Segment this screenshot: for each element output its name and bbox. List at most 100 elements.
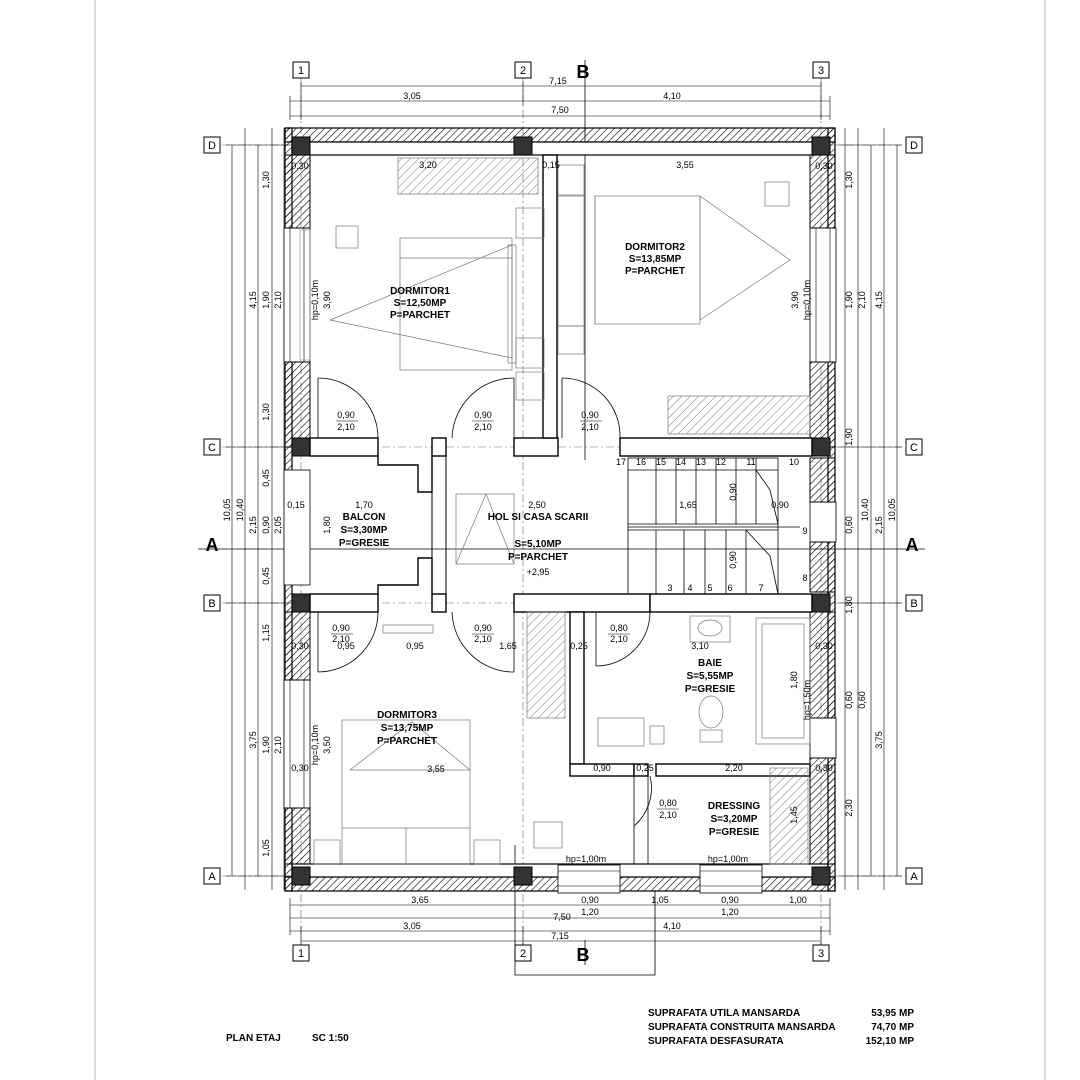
dim-left-s5: 0,90	[261, 516, 271, 534]
svg-text:0,90: 0,90	[474, 410, 492, 420]
svg-text:0,80: 0,80	[610, 623, 628, 633]
svg-text:C: C	[208, 442, 216, 454]
doors	[317, 377, 652, 827]
svg-text:13: 13	[696, 457, 706, 467]
svg-text:3,55: 3,55	[427, 764, 445, 774]
svg-text:1,65: 1,65	[679, 500, 697, 510]
dim-right-outer: 10,05	[887, 499, 897, 522]
svg-text:P=GRESIE: P=GRESIE	[709, 827, 760, 838]
svg-text:2,10: 2,10	[332, 634, 350, 644]
dim-left-s1: 1,30	[261, 171, 271, 189]
dim-right-s5: 1,80	[844, 596, 854, 614]
dim-top-part1: 3,05	[403, 91, 421, 101]
furniture	[299, 157, 811, 865]
svg-text:11: 11	[746, 457, 755, 467]
svg-text:P=GRESIE: P=GRESIE	[339, 538, 390, 549]
svg-text:B: B	[910, 598, 917, 610]
axis-label-A-left: A	[203, 867, 221, 885]
dim-right-s6: 0,60	[844, 691, 854, 709]
drawing-title: PLAN ETAJ	[226, 1033, 281, 1044]
svg-text:17: 17	[616, 457, 626, 467]
dim-right-d1: 4,15	[874, 291, 884, 309]
svg-text:1,80: 1,80	[789, 671, 799, 689]
dim-left-s8: 1,90	[261, 736, 271, 754]
svg-text:3,55: 3,55	[676, 160, 694, 170]
svg-text:0,90: 0,90	[593, 763, 611, 773]
svg-text:P=PARCHET: P=PARCHET	[390, 310, 450, 321]
dim-left-d3: 3,75	[248, 731, 258, 749]
summary-label-3: SUPRAFATA DESFASURATA	[648, 1036, 784, 1047]
svg-text:3,20: 3,20	[419, 160, 437, 170]
svg-text:16: 16	[636, 457, 646, 467]
svg-text:0,95: 0,95	[337, 641, 355, 651]
dim-left-s2: 1,90	[261, 291, 271, 309]
svg-text:10: 10	[789, 457, 799, 467]
dim-right-h1: 2,10	[857, 291, 867, 309]
room-dressing: DRESSING S=3,20MP P=GRESIE	[708, 801, 760, 838]
summary-value-3: 152,10 MP	[865, 1036, 914, 1047]
axis-label-3-top: 3	[812, 61, 830, 79]
svg-text:A: A	[906, 535, 919, 555]
svg-text:5: 5	[707, 583, 712, 593]
dim-bottom-total: 7,50	[553, 912, 571, 922]
dim-left-d2: 2,15	[248, 516, 258, 534]
svg-text:0,25: 0,25	[636, 763, 654, 773]
svg-text:S=5,10MP: S=5,10MP	[515, 539, 562, 550]
svg-text:B: B	[577, 62, 590, 82]
svg-text:12: 12	[716, 457, 726, 467]
dim-bottom-sub1: 1,20	[581, 907, 599, 917]
svg-text:0,80: 0,80	[659, 798, 677, 808]
svg-text:6: 6	[727, 583, 732, 593]
svg-text:hp=1,00m: hp=1,00m	[708, 854, 748, 864]
svg-text:1,45: 1,45	[789, 806, 799, 824]
dim-top-total-outer: 7,15	[549, 76, 567, 86]
axis-label-C-left: C	[203, 438, 221, 456]
room-balcon: BALCON S=3,30MP P=GRESIE	[339, 512, 390, 549]
svg-text:S=13,85MP: S=13,85MP	[629, 254, 682, 265]
svg-text:3: 3	[667, 583, 672, 593]
svg-text:hp=1,50m: hp=1,50m	[802, 680, 812, 720]
axis-label-2-top: 2	[514, 61, 532, 79]
svg-text:P=PARCHET: P=PARCHET	[377, 736, 437, 747]
dim-left-h1: 2,10	[273, 291, 283, 309]
svg-text:1: 1	[298, 948, 304, 960]
dim-right-h2: 0,60	[857, 691, 867, 709]
svg-text:S=12,50MP: S=12,50MP	[394, 298, 447, 309]
svg-text:2,20: 2,20	[725, 763, 743, 773]
svg-text:2,10: 2,10	[659, 810, 677, 820]
dim-bottom-sub2: 1,20	[721, 907, 739, 917]
svg-text:P=GRESIE: P=GRESIE	[685, 684, 736, 695]
svg-text:DRESSING: DRESSING	[708, 801, 760, 812]
dimension-lines-bottom	[289, 898, 831, 945]
summary-value-2: 74,70 MP	[871, 1022, 914, 1033]
svg-text:D: D	[208, 140, 216, 152]
svg-text:8: 8	[802, 573, 807, 583]
svg-text:0,30: 0,30	[815, 161, 833, 171]
dim-left-h3: 2,10	[273, 736, 283, 754]
dim-right-d2: 2,15	[874, 516, 884, 534]
svg-text:C: C	[910, 442, 918, 454]
room-hol-casa-scarii: HOL SI CASA SCARII S=5,10MP P=PARCHET +2…	[488, 512, 589, 577]
dim-left-total: 10,40	[235, 499, 245, 522]
svg-text:3: 3	[818, 948, 824, 960]
svg-text:9: 9	[802, 526, 807, 536]
svg-text:0,95: 0,95	[406, 641, 424, 651]
svg-text:A: A	[208, 871, 216, 883]
svg-text:S=13,75MP: S=13,75MP	[381, 723, 434, 734]
room-dormitor3: DORMITOR3 S=13,75MP P=PARCHET	[377, 710, 437, 747]
svg-text:2: 2	[520, 65, 526, 77]
axis-label-1-top: 1	[292, 61, 310, 79]
summary-label-2: SUPRAFATA CONSTRUITA MANSARDA	[648, 1022, 836, 1033]
svg-text:0,90: 0,90	[728, 551, 738, 569]
dimension-lines-right	[838, 128, 902, 890]
svg-text:0,25: 0,25	[570, 641, 588, 651]
dim-bottom-part2: 4,10	[663, 921, 681, 931]
dim-bottom-d2: 0,90	[581, 895, 599, 905]
staircase	[627, 457, 800, 595]
svg-text:0,90: 0,90	[581, 410, 599, 420]
svg-text:2,10: 2,10	[474, 634, 492, 644]
svg-text:2,10: 2,10	[610, 634, 628, 644]
svg-text:hp=0,10m: hp=0,10m	[802, 280, 812, 320]
svg-text:0,30: 0,30	[291, 161, 309, 171]
interior-walls	[309, 154, 813, 865]
